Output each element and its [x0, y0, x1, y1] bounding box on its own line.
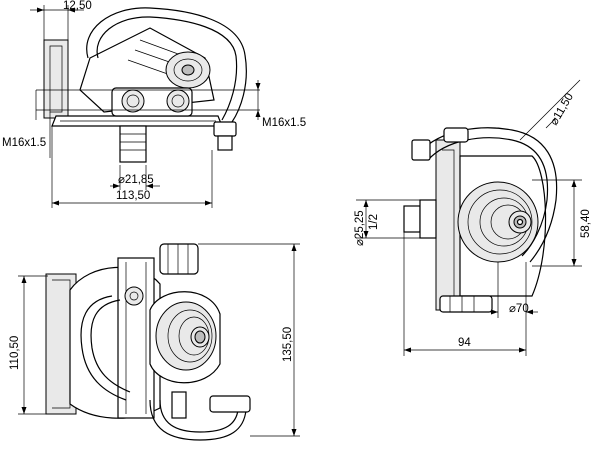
dim-port-diameter: ⌀25,25 — [354, 210, 366, 246]
dim-height: 58,40 — [580, 209, 592, 238]
dim-depth: 94 — [458, 337, 471, 349]
dim-diameter-outlet: ⌀21,85 — [118, 174, 154, 186]
dim-port-thread: 1/2 — [368, 214, 380, 230]
dim-overall-width: 113,50 — [116, 190, 150, 202]
dim-thread-right: M16x1.5 — [262, 117, 306, 129]
dim-body-diameter: ⌀70 — [509, 303, 529, 315]
dim-hose-diameter: ⌀11,50 — [548, 91, 576, 127]
dim-height-inner: 110,50 — [9, 336, 21, 370]
dim-height-overall: 135,50 — [282, 327, 294, 362]
front-view: 110,50 135,50 — [9, 243, 300, 441]
dim-thread-left: M16x1.5 — [2, 137, 46, 149]
top-view: 12,50 M16x1.5 M16x1.5 ⌀21,85 113,50 — [2, 0, 306, 208]
side-view: ⌀11,50 ⌀25,25 1/2 58,40 ⌀70 94 — [354, 79, 592, 356]
dim-width-top: 12,50 — [63, 0, 92, 12]
